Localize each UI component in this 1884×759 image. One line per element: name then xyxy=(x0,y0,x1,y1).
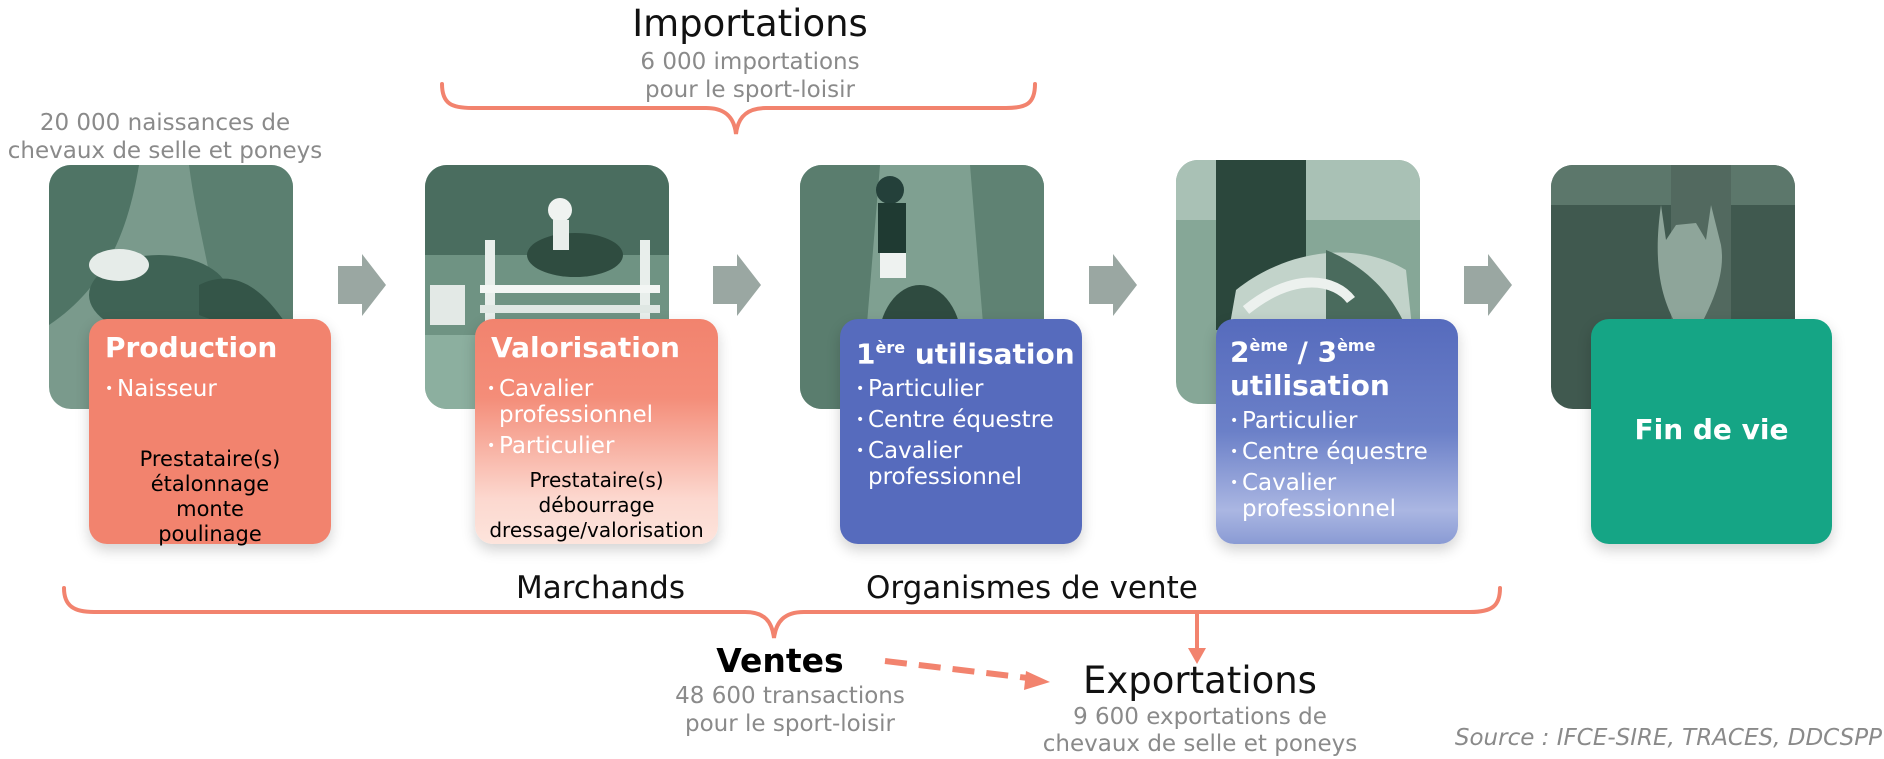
exportations-title: Exportations xyxy=(1083,659,1317,702)
card-prestataires: Prestataire(s) débourrage dressage/valor… xyxy=(489,468,704,542)
bullet-item: •Cavalier professionnel xyxy=(1230,470,1396,522)
ventes-export-dashed-head xyxy=(1024,671,1050,690)
card-bullets: •Naisseur xyxy=(105,376,325,407)
ventes-export-dashed-line xyxy=(884,658,1029,681)
card-bullets: •Particulier •Centre équestre •Cavalier … xyxy=(1230,408,1454,527)
bullet-item: •Naisseur xyxy=(105,376,217,402)
bullet-item: •Centre équestre xyxy=(1230,439,1428,465)
arrow-1 xyxy=(338,254,386,316)
marchands-label: Marchands xyxy=(516,570,685,606)
card-valorisation: Valorisation •Cavalier professionnel •Pa… xyxy=(475,319,718,544)
export-connector-head xyxy=(1188,648,1206,664)
ventes-line1: 48 600 transactions xyxy=(675,683,905,709)
ventes-title: Ventes xyxy=(716,641,844,680)
card-production: Production •Naisseur Prestataire(s) étal… xyxy=(89,319,331,546)
card-bullets: •Particulier •Centre équestre •Cavalier … xyxy=(856,376,1078,495)
card-premiere-utilisation: 1ère utilisation •Particulier •Centre éq… xyxy=(840,319,1082,544)
importations-brace xyxy=(440,82,1037,135)
importations-line1: 6 000 importations xyxy=(640,49,860,75)
bullet-item: •Particulier xyxy=(1230,408,1358,434)
ventes-line2: pour le sport-loisir xyxy=(685,711,895,737)
bullet-item: •Particulier xyxy=(487,433,615,459)
card-title: Fin de vie xyxy=(1634,413,1789,446)
card-title: Valorisation xyxy=(491,331,680,364)
card-title: Production xyxy=(105,331,278,364)
bullet-item: •Cavalier professionnel xyxy=(856,438,1022,490)
bullet-item: •Centre équestre xyxy=(856,407,1054,433)
card-prestataires: Prestataire(s) étalonnage monte poulinag… xyxy=(139,447,281,546)
arrow-2 xyxy=(713,254,761,316)
exportations-line2: chevaux de selle et poneys xyxy=(1042,731,1358,757)
bullet-item: •Cavalier professionnel xyxy=(487,376,653,428)
card-deuxieme-troisieme-utilisation: 2ème / 3ème utilisation •Particulier •Ce… xyxy=(1216,319,1458,544)
card-title: 2ème / 3ème utilisation xyxy=(1230,335,1390,403)
naissances-line1: 20 000 naissances de xyxy=(39,110,291,136)
card-fin-de-vie: Fin de vie xyxy=(1591,319,1832,544)
arrow-4 xyxy=(1464,254,1512,316)
ventes-brace xyxy=(62,586,1502,639)
bullet-item: •Particulier xyxy=(856,376,984,402)
importations-line2: pour le sport-loisir xyxy=(645,77,855,103)
source-note: Source : IFCE-SIRE, TRACES, DDCSPP xyxy=(1454,725,1882,751)
naissances-line2: chevaux de selle et poneys xyxy=(7,138,323,164)
exportations-line1: 9 600 exportations de xyxy=(1073,704,1327,730)
arrow-3 xyxy=(1089,254,1137,316)
organismes-label: Organismes de vente xyxy=(866,570,1198,606)
importations-title: Importations xyxy=(632,2,868,45)
card-bullets: •Cavalier professionnel •Particulier xyxy=(487,376,712,464)
card-title: 1ère utilisation xyxy=(856,337,1075,371)
